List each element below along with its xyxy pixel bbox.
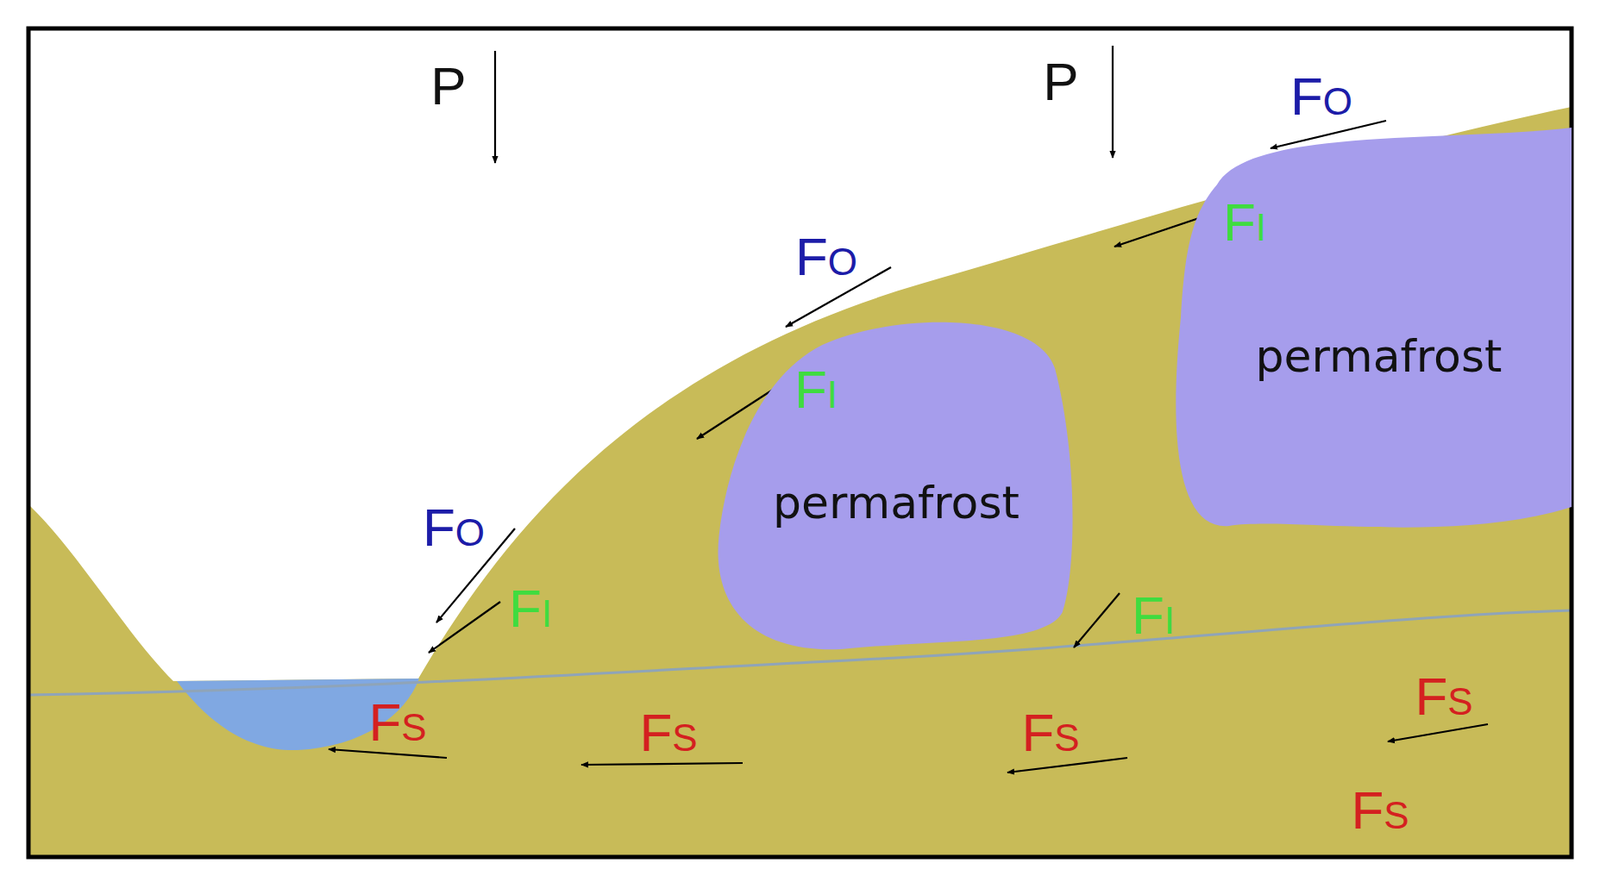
ground <box>29 106 1572 858</box>
region-label: permafrost <box>772 476 1020 529</box>
flow-label: FS <box>368 696 427 750</box>
flow-label: FO <box>422 501 485 555</box>
flow-label: FS <box>1021 706 1080 760</box>
flow-label: FO <box>795 230 858 284</box>
flow-label: FI <box>508 582 553 636</box>
flow-label: FS <box>639 706 697 760</box>
frame <box>28 28 1572 858</box>
permafrost-region: permafrost <box>711 318 1081 653</box>
flow-label: FS <box>1350 784 1409 838</box>
region-label: permafrost <box>1255 330 1503 383</box>
flow-label: FI <box>1131 589 1175 643</box>
flow-label: FI <box>1223 195 1267 250</box>
flow-label: FS <box>1414 670 1473 724</box>
flow-label: FO <box>1290 69 1353 124</box>
flow-label: FI <box>794 363 838 417</box>
force-label: P <box>1042 55 1079 109</box>
force-label: P <box>430 59 466 113</box>
